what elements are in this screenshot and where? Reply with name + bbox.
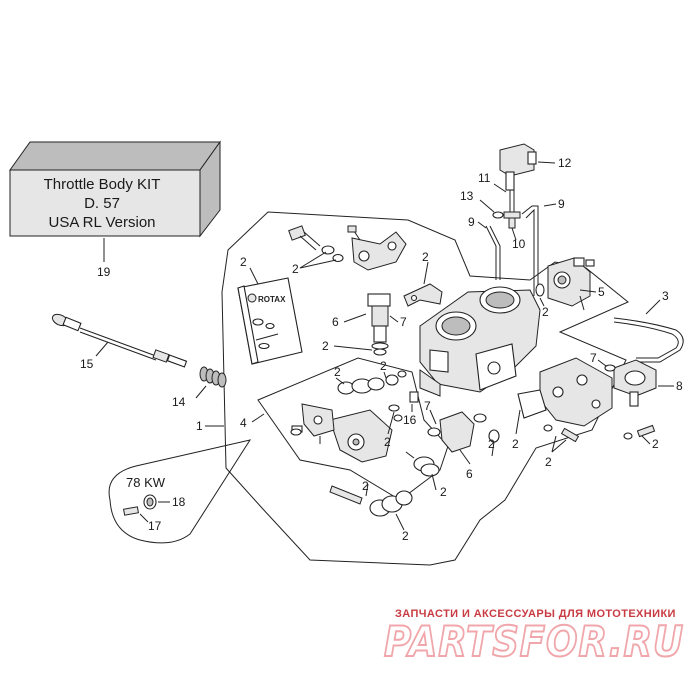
kit-diameter: D. 57	[84, 195, 120, 212]
plug-16	[409, 391, 419, 403]
label-2-springs-upper-b: 2	[380, 359, 387, 373]
label-2-springs-right: 2	[440, 485, 447, 499]
label-12: 12	[558, 156, 572, 170]
label-13: 13	[460, 189, 474, 203]
watermark: ЗАПЧАСТИ И АКСЕССУАРЫ ДЛЯ МОТОТЕХНИКИ PA…	[383, 608, 684, 667]
fuel-injector-upper	[367, 293, 391, 356]
rotax-booklet: ROTAX	[237, 277, 303, 365]
fuel-rail	[517, 357, 613, 427]
sub-assembly-4-outline	[257, 357, 449, 501]
label-18: 18	[172, 495, 186, 509]
mounting-bracket	[403, 283, 443, 307]
pressure-regulator	[613, 359, 657, 407]
label-2-link-rod: 2	[362, 479, 369, 493]
label-5: 5	[598, 285, 605, 299]
callout-78kw: 78 KW	[108, 439, 252, 544]
label-2-bracket: 2	[422, 250, 429, 264]
label-2-linkage: 2	[384, 435, 391, 449]
kit-version: USA RL Version	[49, 214, 156, 231]
label-19: 19	[97, 265, 111, 279]
label-9-right: 9	[558, 197, 565, 211]
watermark-tagline: ЗАПЧАСТИ И АКСЕССУАРЫ ДЛЯ МОТОТЕХНИКИ	[395, 608, 676, 620]
label-2-springs-upper: 2	[334, 365, 341, 379]
watermark-brand: PARTSFOR.RU	[384, 617, 684, 666]
map-sensor	[499, 143, 537, 191]
label-2-top-bolts: 2	[292, 262, 299, 276]
label-2-tps: 2	[542, 305, 549, 319]
label-8: 8	[676, 379, 683, 393]
t-fitting	[503, 211, 521, 229]
throttle-linkage	[290, 403, 393, 463]
label-6-lower: 6	[466, 467, 473, 481]
label-14: 14	[172, 395, 186, 409]
fuel-hose	[613, 317, 684, 363]
top-bolt-group	[288, 225, 407, 271]
throttle-cable	[51, 313, 188, 368]
label-11: 11	[478, 171, 491, 185]
label-7-lower: 7	[424, 399, 431, 413]
return-springs-lower	[329, 451, 440, 517]
label-2-springs-lower: 2	[402, 529, 409, 543]
label-9-left: 9	[468, 215, 475, 229]
kit-box: Throttle Body KIT D. 57 USA RL Version	[9, 140, 221, 238]
label-10: 10	[512, 237, 526, 251]
rail-bolts	[543, 424, 656, 443]
label-2-rail-left: 2	[545, 455, 552, 469]
label-3: 3	[662, 289, 669, 303]
rotax-logo: ROTAX	[258, 295, 286, 304]
label-6-upper: 6	[332, 315, 339, 329]
kit-title: Throttle Body KIT	[44, 176, 161, 193]
label-7-rail: 7	[590, 351, 597, 365]
return-springs-upper	[337, 370, 407, 395]
label-16: 16	[403, 413, 417, 427]
throttle-position-sensor	[547, 257, 595, 311]
label-4: 4	[240, 416, 247, 430]
washer-13	[492, 211, 504, 219]
callout-power-label: 78 KW	[126, 475, 166, 490]
label-2-lower-injector: 2	[488, 437, 495, 451]
label-2-booklet: 2	[240, 255, 247, 269]
label-15: 15	[80, 357, 94, 371]
hose-right	[521, 205, 539, 296]
cable-spring	[199, 366, 227, 388]
fuel-injector-lower	[427, 411, 500, 453]
hose-left	[485, 225, 497, 280]
label-2-injector: 2	[322, 339, 329, 353]
label-7-upper: 7	[400, 315, 407, 329]
label-17: 17	[148, 519, 162, 533]
label-1: 1	[196, 419, 203, 433]
throttle-body	[419, 286, 541, 397]
label-2-rail-right: 2	[652, 437, 659, 451]
label-2-rail-center: 2	[512, 437, 519, 451]
